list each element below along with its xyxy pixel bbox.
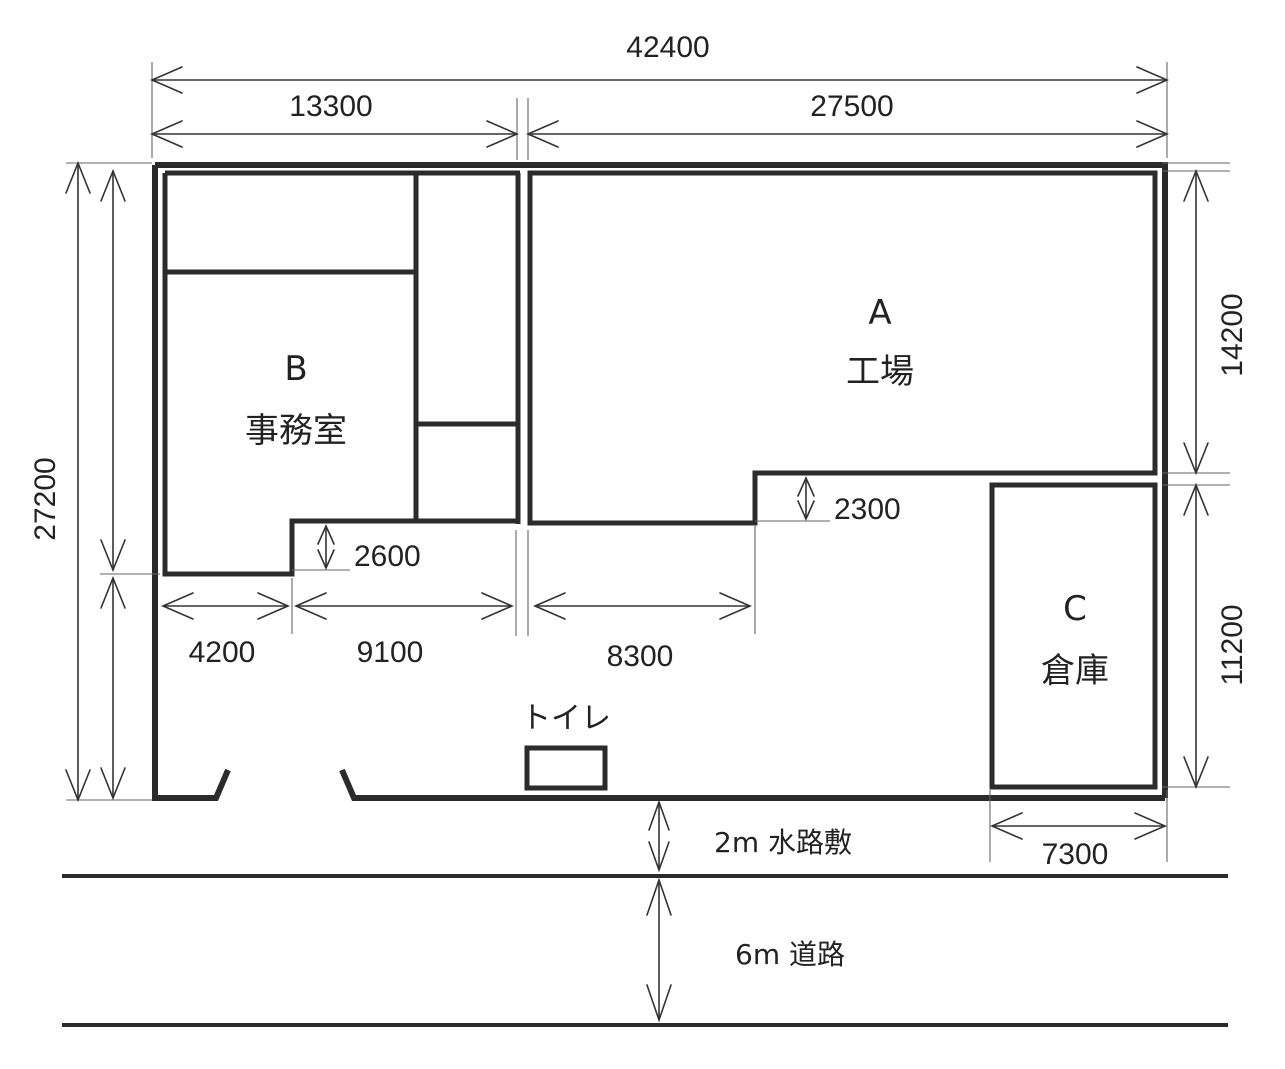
extension-lines bbox=[66, 62, 1230, 862]
dim-factory-step: 2300 bbox=[834, 493, 901, 526]
factory-outline bbox=[527, 170, 1158, 526]
dim-warehouse-width: 7300 bbox=[1042, 838, 1109, 871]
dim-total-width: 42400 bbox=[626, 31, 709, 64]
waterway-label: 2m 水路敷 bbox=[714, 826, 852, 859]
dim-office-step: 2600 bbox=[354, 540, 421, 573]
office-name: 事務室 bbox=[245, 411, 347, 451]
dim-right-width: 27500 bbox=[810, 90, 893, 123]
toilet-box bbox=[524, 745, 608, 791]
dim-factory-seg: 8300 bbox=[607, 640, 674, 673]
outer-wall-top-right bbox=[155, 162, 1168, 798]
factory-name: 工場 bbox=[846, 352, 914, 392]
dimension-lines bbox=[65, 66, 1209, 1023]
road-label: 6m 道路 bbox=[735, 938, 845, 971]
office-outline-top bbox=[165, 170, 520, 524]
factory-letter: A bbox=[868, 293, 891, 333]
outer-wall-left bbox=[152, 165, 231, 801]
dim-office-seg2: 9100 bbox=[357, 636, 424, 669]
dim-total-depth: 27200 bbox=[29, 457, 62, 540]
dim-left-width: 13300 bbox=[289, 90, 372, 123]
dim-warehouse-depth: 11200 bbox=[1216, 604, 1249, 685]
office-letter: B bbox=[284, 349, 307, 389]
dim-office-seg1: 4200 bbox=[189, 636, 256, 669]
warehouse-letter: C bbox=[1063, 589, 1087, 629]
office-outline-left bbox=[162, 173, 416, 577]
dim-factory-depth: 14200 bbox=[1216, 293, 1249, 376]
building-walls bbox=[152, 162, 1168, 801]
outer-wall-bottom bbox=[339, 768, 1165, 801]
warehouse-outline bbox=[989, 482, 1158, 790]
warehouse-name: 倉庫 bbox=[1041, 651, 1109, 691]
toilet-label: トイレ bbox=[521, 701, 611, 736]
